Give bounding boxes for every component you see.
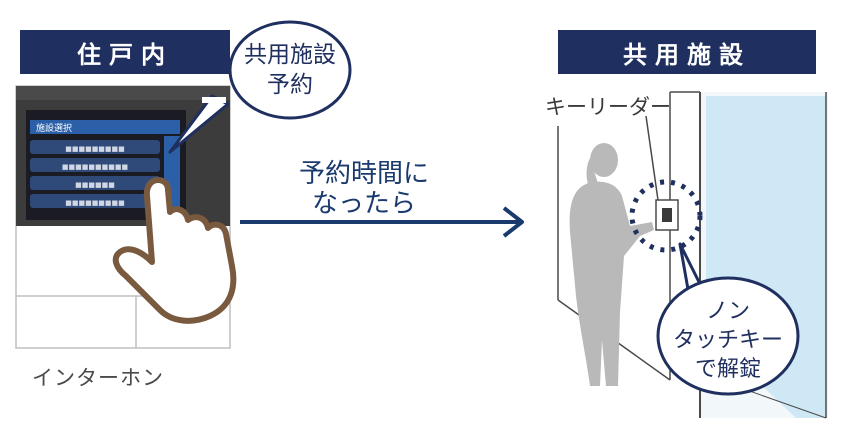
facility-button-4[interactable] xyxy=(30,194,160,208)
facility-button-3[interactable] xyxy=(30,176,160,190)
right-speech-bubble: ノン タッチキー で解錠 xyxy=(656,242,800,396)
right-bubble-line-3: で解錠 xyxy=(695,357,761,382)
left-bubble-line-2: 予約 xyxy=(267,72,313,98)
right-bubble-line-2: タッチキー xyxy=(673,328,783,353)
facility-button-1-label: ■■■■■■■■■ xyxy=(65,145,125,153)
screen-title: 施設選択 xyxy=(36,122,72,134)
intercom-label: インターホン xyxy=(32,366,164,390)
left-section-title: 住戸内 xyxy=(77,40,173,69)
key-reader-label: キーリーダー xyxy=(545,95,671,119)
right-section-header: 共用施設 xyxy=(558,30,816,74)
left-speech-bubble: 共用施設 予約 xyxy=(168,20,352,154)
left-bubble-line-1: 共用施設 xyxy=(244,42,336,68)
right-arrow-icon xyxy=(240,206,524,238)
right-bubble-line-1: ノン xyxy=(706,299,750,324)
screen-title-bar xyxy=(30,120,180,134)
key-reader-device xyxy=(629,115,703,253)
arrow-text-line-2: なったら xyxy=(312,189,416,219)
right-section-title: 共用施設 xyxy=(623,40,751,69)
left-section-header: 住戸内 xyxy=(20,30,230,74)
facility-button-1[interactable] xyxy=(30,140,160,154)
facility-button-3-label: ■■■■■■ xyxy=(75,181,115,189)
arrow-text-line-1: 予約時間に xyxy=(299,159,429,189)
facility-button-4-label: ■■■■■■■■■ xyxy=(65,199,125,207)
woman-silhouette xyxy=(569,143,654,386)
facility-button-2[interactable] xyxy=(30,158,160,172)
pointing-hand-icon xyxy=(112,177,237,324)
facility-button-2-label: ■■■■■■■■■■ xyxy=(62,163,128,171)
